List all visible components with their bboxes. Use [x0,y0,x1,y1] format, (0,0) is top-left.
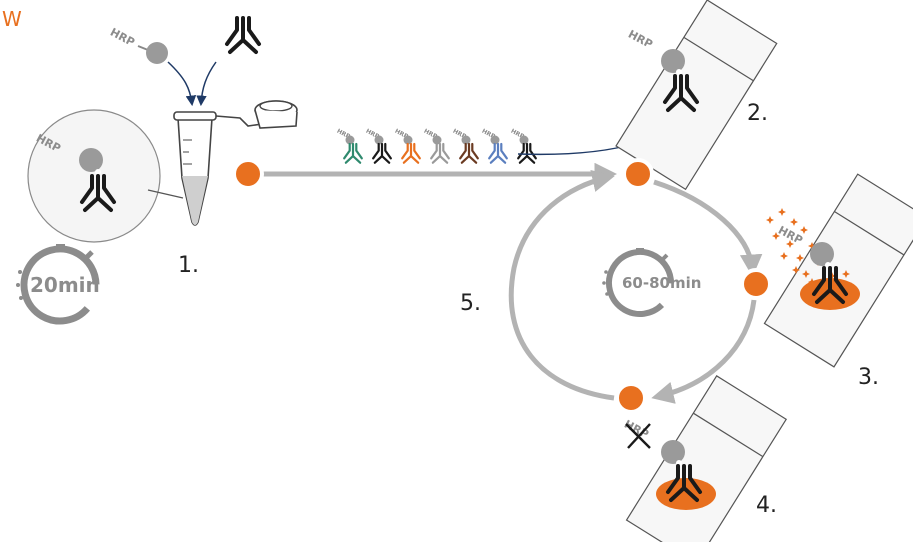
cycle-arrow-right-bottom [651,299,757,404]
sparkle-icon [786,240,794,248]
conjugation-time: 20min [30,273,100,297]
corner-letter: W [2,7,22,31]
library-antibody: HRP [336,128,363,164]
sparkle-icon [772,232,780,240]
sparkle-icon [800,226,808,234]
step-1-label: 1. [178,253,199,278]
cycle-arrow-right-top [653,179,763,277]
microtube-icon [173,100,298,226]
cycle-arrow-left [508,169,615,401]
library-antibody: HRP [510,128,537,164]
sparkle-icon [778,208,786,216]
sparkle-icon [790,218,798,226]
sparkle-icon [836,286,844,294]
cross-out-icon [625,423,651,449]
stopwatch-icon [602,248,674,317]
sparkle-icon [808,242,816,250]
sparkle-icon [796,254,804,262]
step-2-label: 2. [747,101,768,126]
library-antibody: HRP [365,128,392,164]
input-arrow-hrp [167,61,197,107]
step-4-label: 4. [756,493,777,518]
flow-node-right [740,268,772,300]
sparkle-icon [808,278,816,286]
slide-icon [763,173,913,368]
flow-node-top [622,158,654,190]
input-arrow-antibody [196,61,217,107]
step-3-label: 3. [858,365,879,390]
flow-node-bottom [615,382,647,414]
antibody-icon [225,16,261,54]
sparkle-icon [792,266,800,274]
conjugate-zoom-circle: HRP [27,109,184,243]
hrp-enzyme-input: HRP [108,26,168,64]
cycle-time: 60-80min [622,274,701,292]
sparkle-icon [780,252,788,260]
library-antibody: HRP [423,128,450,164]
stopwatch-icon [16,244,100,325]
sparkle-icon [766,216,774,224]
step-5-label: 5. [460,291,481,316]
library-antibody: HRP [452,128,479,164]
flow-node-start [232,158,264,190]
hrp-label: HRP [108,26,137,50]
library-antibody: HRP [394,128,421,164]
library-antibody: HRP [481,128,508,164]
hrp-label: HRP [626,28,655,52]
sparkle-icon [802,270,810,278]
sparkle-icon [842,270,850,278]
